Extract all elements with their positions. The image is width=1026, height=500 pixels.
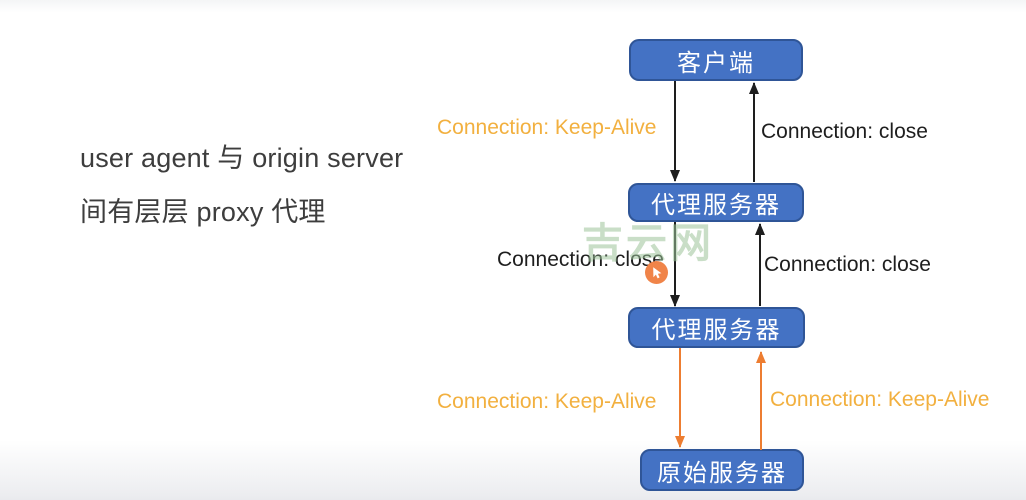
description-line-2: 间有层层 proxy 代理 xyxy=(80,197,326,227)
node-proxy2-label: 代理服务器 xyxy=(651,317,782,344)
arrow-proxy2-to-origin xyxy=(675,348,685,448)
node-origin-server: 原始服务器 xyxy=(640,449,804,491)
node-proxy1-label: 代理服务器 xyxy=(651,192,781,219)
arrow-client-to-proxy1 xyxy=(670,81,680,182)
arrowhead-up-icon xyxy=(756,351,766,363)
arrow-origin-to-proxy2 xyxy=(756,351,766,450)
node-client-label: 客户端 xyxy=(677,49,755,77)
arrowhead-down-icon xyxy=(670,295,680,307)
cursor-pointer-icon xyxy=(653,266,662,278)
mouse-cursor-highlight xyxy=(645,261,668,284)
arrowhead-down-icon xyxy=(675,436,685,448)
description-line-1: user agent 与 origin server xyxy=(80,143,404,173)
edge-label-close-mid-left: Connection: close xyxy=(497,248,664,271)
edge-label-keep-alive-bottom-right: Connection: Keep-Alive xyxy=(770,388,990,411)
edge-label-close-top: Connection: close xyxy=(761,120,928,143)
arrow-proxy1-to-proxy2 xyxy=(670,222,680,307)
description-text: user agent 与 origin server 间有层层 proxy 代理 xyxy=(80,131,403,239)
node-proxy-server-1: 代理服务器 xyxy=(628,183,804,222)
arrow-proxy2-to-proxy1 xyxy=(755,223,765,306)
edge-label-keep-alive-bottom-left: Connection: Keep-Alive xyxy=(437,390,657,413)
arrowhead-up-icon xyxy=(749,82,759,94)
edge-label-keep-alive-top: Connection: Keep-Alive xyxy=(437,116,657,139)
arrowhead-up-icon xyxy=(755,223,765,235)
arrowhead-down-icon xyxy=(670,170,680,182)
edge-label-close-mid-right: Connection: close xyxy=(764,253,931,276)
node-proxy-server-2: 代理服务器 xyxy=(628,307,805,348)
arrow-proxy1-to-client xyxy=(749,82,759,182)
node-origin-label: 原始服务器 xyxy=(657,459,787,487)
node-client: 客户端 xyxy=(629,39,803,81)
